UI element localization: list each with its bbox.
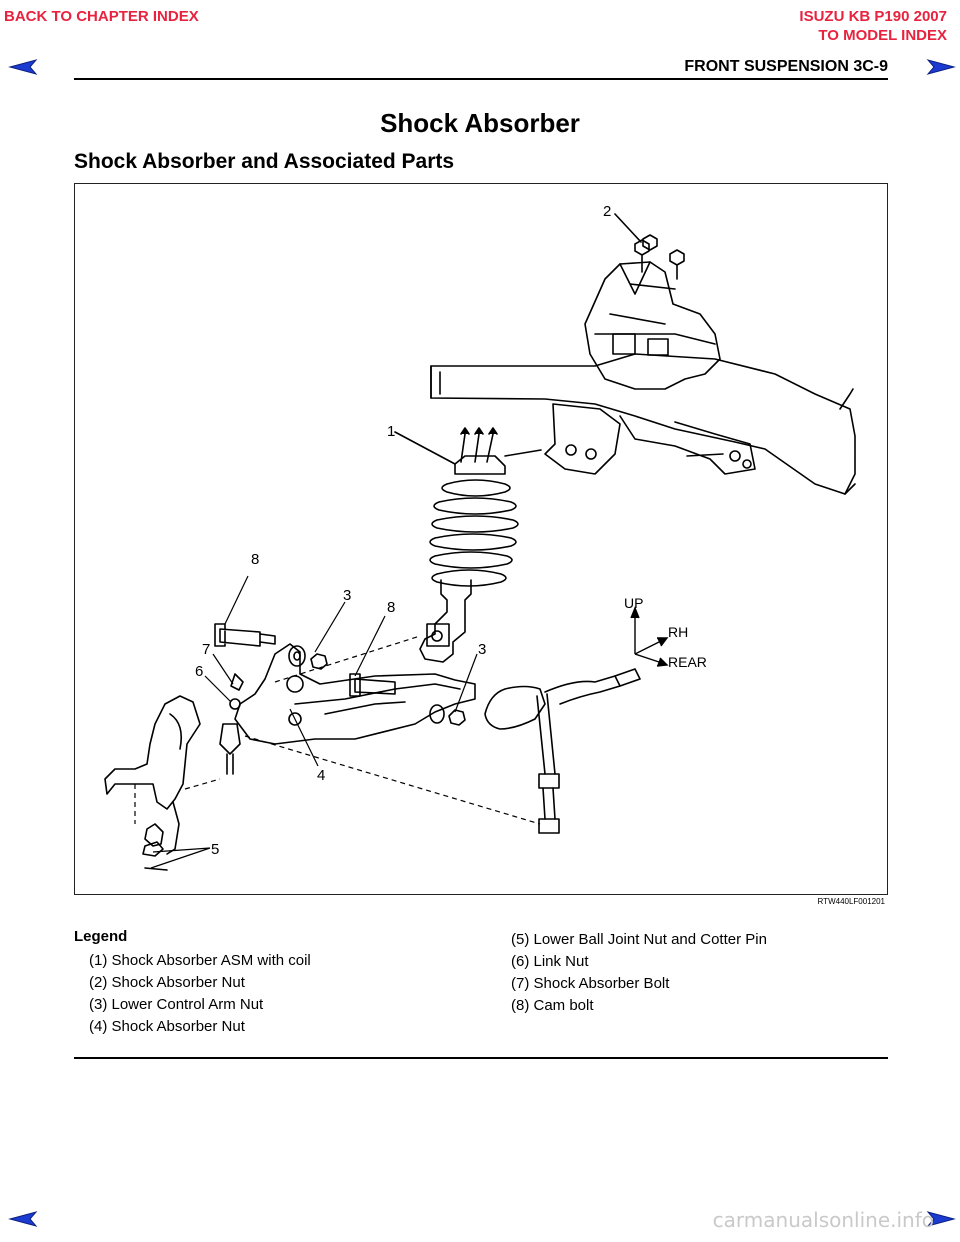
- legend-item-5: (5) Lower Ball Joint Nut and Cotter Pin: [511, 931, 767, 948]
- header-rule: [74, 78, 888, 80]
- callout-6: 6: [195, 663, 203, 680]
- legend-item-2: (2) Shock Absorber Nut: [89, 974, 245, 991]
- legend-left-column: (1) Shock Absorber ASM with coil (2) Sho…: [89, 950, 311, 1038]
- callout-1: 1: [387, 423, 395, 440]
- legend-item-7: (7) Shock Absorber Bolt: [511, 975, 670, 992]
- shock-absorber-nut-2: [634, 234, 685, 280]
- prev-page-arrow-icon[interactable]: [8, 1210, 42, 1228]
- callout-8-center: 8: [387, 599, 395, 616]
- callout-2: 2: [603, 203, 611, 220]
- legend-item-6: (6) Link Nut: [511, 953, 589, 970]
- back-to-chapter-index-link[interactable]: BACK TO CHAPTER INDEX: [4, 8, 199, 25]
- lower-control-arm-nut-3-left: [310, 653, 328, 670]
- legend-item-3: (3) Lower Control Arm Nut: [89, 996, 264, 1013]
- next-page-arrow-icon[interactable]: [922, 58, 956, 76]
- page-subtitle: Shock Absorber and Associated Parts: [74, 150, 455, 173]
- page-title: Shock Absorber: [380, 108, 580, 138]
- figure-frame: 2 1 3 3 4 5 6 7 8 8 UP RH REAR: [74, 183, 888, 895]
- watermark: carmanualsonline.info: [712, 1208, 934, 1232]
- orientation-rear-label: REAR: [668, 654, 707, 670]
- orientation-up-label: UP: [624, 595, 643, 611]
- link-nut-6: [229, 698, 241, 710]
- legend-item-4: (4) Shock Absorber Nut: [89, 1018, 245, 1035]
- shock-absorber-bolt-7: [230, 673, 244, 691]
- orientation-indicator: [630, 606, 669, 667]
- to-model-index-link[interactable]: TO MODEL INDEX: [818, 27, 947, 44]
- frame-rail: [430, 353, 856, 495]
- callout-4: 4: [317, 767, 325, 784]
- callout-8-left: 8: [251, 551, 259, 568]
- prev-page-arrow-icon[interactable]: [8, 58, 42, 76]
- steering-knuckle: [104, 695, 201, 855]
- lower-control-arm-nut-3-right: [448, 709, 466, 726]
- callout-7: 7: [202, 641, 210, 658]
- ball-joint: [219, 723, 241, 775]
- lower-frame-bracket: [544, 403, 621, 475]
- footer-rule: [74, 1057, 888, 1059]
- stabilizer-bar: [484, 668, 641, 834]
- cotter-pin: [144, 867, 168, 871]
- lower-control-arm: [234, 643, 476, 745]
- section-header: FRONT SUSPENSION 3C-9: [684, 58, 888, 75]
- shock-absorber-coil-assembly: [394, 427, 519, 663]
- manual-title-link[interactable]: ISUZU KB P190 2007: [799, 8, 947, 25]
- legend-heading: Legend: [74, 928, 128, 945]
- callout-3-left: 3: [343, 587, 351, 604]
- legend-item-1: (1) Shock Absorber ASM with coil: [89, 952, 311, 969]
- cam-bolt-center: [349, 673, 396, 697]
- next-page-arrow-icon[interactable]: [922, 1210, 956, 1228]
- callout-3-right: 3: [478, 641, 486, 658]
- legend-item-8: (8) Cam bolt: [511, 997, 594, 1014]
- orientation-rh-label: RH: [668, 624, 688, 640]
- suspension-exploded-diagram: 2 1 3 3 4 5 6 7 8 8 UP RH REAR: [104, 203, 856, 871]
- legend-right-column: (5) Lower Ball Joint Nut and Cotter Pin …: [511, 929, 767, 1017]
- figure-code: RTW440LF001201: [817, 897, 885, 906]
- shock-tower: [584, 261, 721, 390]
- cam-bolt-left: [214, 623, 276, 647]
- callout-5: 5: [211, 841, 219, 858]
- lower-ball-joint-nut-5: [142, 841, 164, 857]
